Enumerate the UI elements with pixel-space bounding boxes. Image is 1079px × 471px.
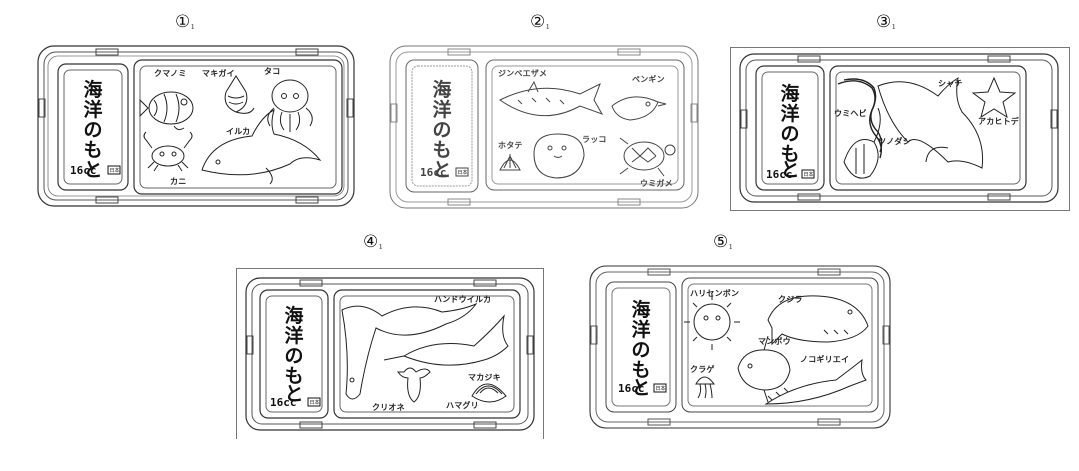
animal-label: ノコギリエイ	[800, 354, 849, 364]
volume-label: 16cc	[70, 164, 97, 177]
dolphin-icon	[201, 109, 322, 185]
product-title-char: も	[631, 359, 650, 381]
badge-mark: 日本	[310, 399, 320, 406]
tray-2: 海 洋 の も と 16cc 日本 ジンベエザメ ペンギン ホタテ ラッコ ウミ…	[388, 44, 700, 210]
animal-label: ハリセンボン	[690, 288, 739, 298]
product-title-char: 洋	[432, 98, 451, 121]
photo-frame-4	[236, 268, 544, 439]
tray-4: 海 洋 の も と 16cc 日本 ハンドウイルカ マカジキ クリオネ ハマグリ	[244, 276, 536, 432]
figure-4-number: ④ı	[363, 232, 383, 252]
sea-turtle-icon	[619, 137, 676, 177]
shell-icon	[224, 75, 255, 114]
tray-3: 海 洋 の も と 16cc 日本 シャチ ウミヘビ アカヒトデ ツノダシ	[738, 52, 1060, 204]
product-title-char: も	[432, 139, 451, 161]
animal-label: シャチ	[938, 79, 963, 88]
sea-otter-icon	[533, 133, 585, 179]
volume-label: 16cc	[766, 168, 793, 181]
animal-label: ハンドウイルカ	[434, 295, 491, 304]
product-title-char: の	[780, 123, 799, 145]
animal-label: マキガイ	[202, 68, 235, 78]
animal-label: ペンギン	[632, 74, 665, 84]
badge-mark: 日本	[110, 167, 120, 174]
figure-2-number: ②ı	[530, 12, 550, 32]
figure-5-number: ⑤ı	[713, 232, 733, 252]
animal-label: クリオネ	[372, 402, 405, 412]
tray-5: 海 洋 の も と 16cc 日本 ハリセンボン クジラ マンボウ ノコギリエイ…	[588, 264, 892, 430]
animal-label: イルカ	[226, 127, 250, 136]
sawfish-icon	[764, 358, 867, 405]
penguin-icon	[611, 96, 667, 121]
figure-1-number: ①ı	[175, 12, 195, 32]
product-title-char: 洋	[631, 318, 650, 341]
product-title-char: と	[780, 159, 799, 181]
product-title-char: も	[780, 143, 799, 165]
animal-label: ツノダシ	[878, 136, 911, 146]
product-title-char: の	[631, 339, 650, 361]
figure-3-number: ③ı	[876, 12, 896, 32]
octopus-icon	[267, 79, 313, 132]
animal-label: ウミガメ	[640, 178, 673, 188]
product-title-char: 洋	[780, 102, 799, 125]
animal-label: クラゲ	[690, 364, 715, 374]
moorish-idol-icon	[843, 107, 881, 179]
product-title-char: も	[83, 139, 102, 161]
bottlenose-dolphin-icon	[341, 302, 478, 400]
product-title-char: の	[432, 119, 451, 141]
product-title-char: と	[432, 159, 451, 181]
product-title-char: 洋	[83, 98, 102, 121]
product-title-char: 海	[284, 304, 303, 327]
badge-mark: 日本	[458, 169, 468, 176]
clione-icon	[397, 367, 431, 403]
animal-label: クジラ	[778, 294, 803, 304]
sunfish-icon	[737, 335, 791, 403]
product-title-char: 海	[83, 78, 102, 101]
marlin-icon	[383, 314, 509, 366]
clam-icon	[471, 383, 507, 403]
product-title-char: と	[83, 159, 102, 181]
whale-shark-icon	[499, 80, 604, 117]
scallop-icon	[499, 154, 521, 171]
animal-label: クマノミ	[154, 68, 187, 78]
volume-label: 16cc	[618, 382, 645, 395]
volume-label: 16cc	[420, 166, 447, 179]
sea-snake-icon	[837, 78, 883, 159]
animal-label: タコ	[264, 66, 280, 76]
animal-label: マカジキ	[468, 373, 501, 382]
product-title-char: と	[631, 377, 650, 399]
animal-label: ホタテ	[498, 140, 523, 150]
product-title-char: と	[284, 383, 303, 405]
product-title-char: 海	[432, 78, 451, 101]
pufferfish-icon	[684, 294, 740, 350]
product-title-char: も	[284, 365, 303, 387]
crab-icon	[143, 131, 193, 172]
product-title-char: の	[284, 345, 303, 367]
animal-label: カニ	[170, 177, 186, 186]
starfish-icon	[971, 76, 1017, 119]
animal-label: マンボウ	[758, 336, 791, 346]
badge-mark: 日本	[804, 171, 814, 178]
clownfish-icon	[139, 91, 194, 131]
animal-label: ジンベエザメ	[498, 69, 547, 78]
animal-label: ラッコ	[582, 135, 607, 144]
animal-label: ウミヘビ	[834, 108, 867, 118]
photo-frame-3	[730, 47, 1070, 211]
orca-icon	[877, 76, 984, 169]
product-title-char: 洋	[284, 324, 303, 347]
whale-icon	[767, 295, 869, 346]
animal-label: アカヒトデ	[978, 116, 1020, 126]
badge-mark: 日本	[656, 385, 666, 392]
tray-1: 海 洋 の も と 16cc 日本 クマノミ マキガイ タコ カニ イルカ	[36, 44, 356, 208]
product-title-char: の	[83, 119, 102, 141]
jellyfish-icon	[695, 376, 715, 399]
product-title-char: 海	[780, 82, 799, 105]
animal-label: ハマグリ	[446, 400, 479, 410]
volume-label: 16cc	[270, 396, 297, 409]
product-title-char: 海	[631, 298, 650, 321]
